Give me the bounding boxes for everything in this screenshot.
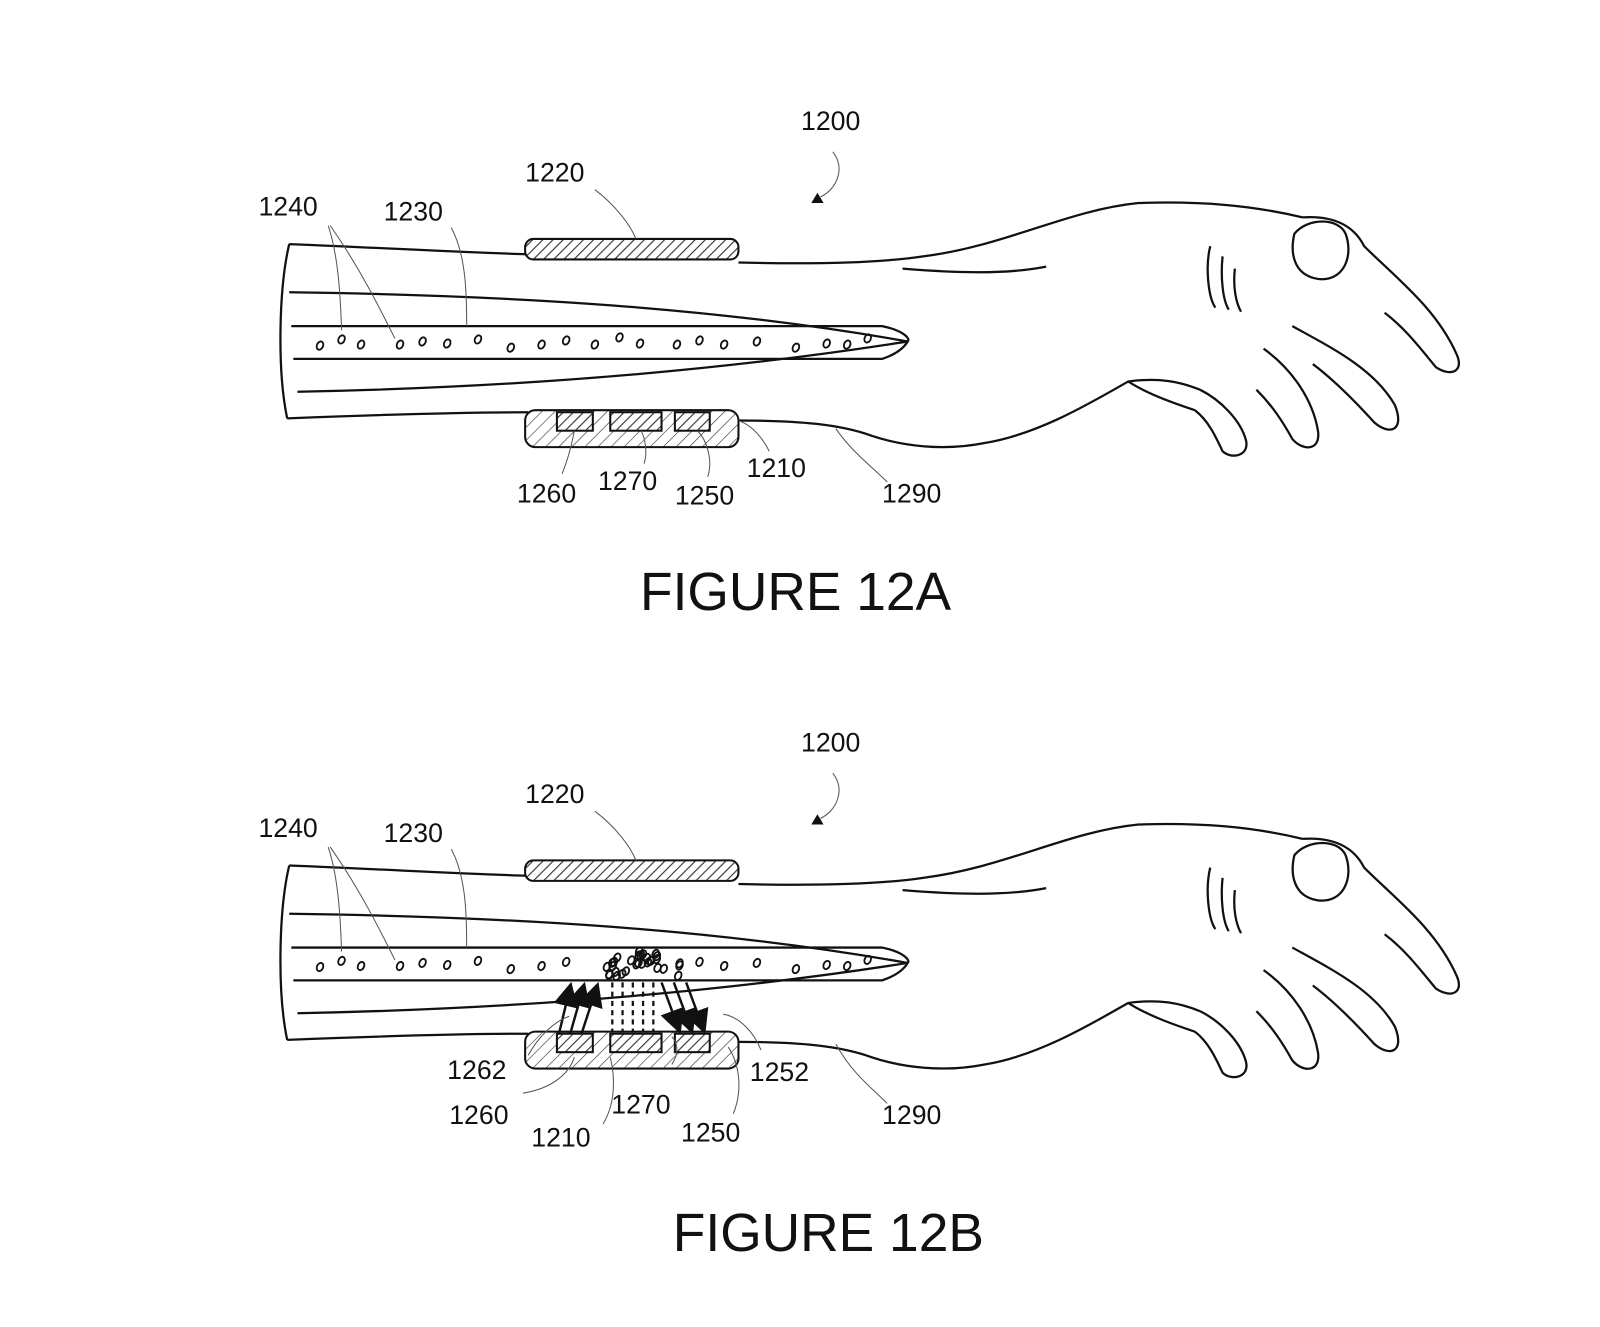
clustered-particle — [602, 961, 612, 972]
particle — [537, 339, 546, 350]
label-1220: 1220 — [525, 779, 584, 809]
particle — [863, 333, 872, 344]
label-1290: 1290 — [882, 1100, 941, 1130]
clustered-particle — [634, 946, 644, 957]
particle — [561, 956, 571, 967]
particle — [473, 955, 483, 966]
leader-lines — [327, 772, 888, 1125]
clustered-particle — [609, 956, 619, 967]
label-1260: 1260 — [449, 1100, 508, 1130]
particles — [315, 332, 872, 353]
particle — [672, 339, 682, 350]
label-1260: 1260 — [517, 478, 576, 508]
figure-12b: 1200 1220 1240 1230 1262 1260 1210 1270 … — [258, 728, 1461, 1263]
figure-caption: FIGURE 12B — [673, 1204, 984, 1263]
particle-cluster — [602, 946, 684, 982]
arrowhead-icon — [811, 814, 824, 825]
label-1270: 1270 — [598, 466, 657, 496]
label-1252: 1252 — [750, 1057, 809, 1087]
particle — [719, 339, 729, 350]
clustered-particle — [653, 962, 662, 973]
arrowhead-icon — [811, 192, 824, 204]
particle — [315, 340, 325, 351]
particle — [561, 335, 571, 346]
particles — [315, 954, 872, 975]
clustered-particle — [626, 955, 636, 966]
particle — [791, 342, 801, 353]
particle — [506, 964, 516, 975]
particle — [418, 957, 427, 968]
label-1200: 1200 — [801, 106, 860, 136]
label-1230: 1230 — [384, 196, 443, 226]
figure-12a: 1200 1220 1240 1230 1260 1270 1250 1210 … — [258, 106, 1461, 622]
particle — [356, 960, 366, 972]
particle — [635, 338, 645, 349]
particle — [442, 959, 452, 971]
label-1250: 1250 — [681, 1117, 740, 1147]
clustered-particle — [673, 970, 683, 981]
particle — [473, 334, 483, 345]
particle — [395, 339, 405, 350]
label-1210: 1210 — [531, 1123, 590, 1153]
particle — [695, 335, 704, 346]
label-1200: 1200 — [801, 728, 860, 758]
label-1262: 1262 — [447, 1055, 506, 1085]
particle — [337, 334, 346, 345]
clustered-particle — [647, 955, 656, 966]
clustered-particle — [633, 957, 643, 968]
label-1210: 1210 — [747, 453, 806, 483]
label-1230: 1230 — [384, 818, 443, 848]
particle — [842, 339, 852, 350]
particle — [822, 338, 831, 349]
clustered-particle — [675, 960, 684, 971]
particle — [356, 339, 366, 350]
leader-lines — [327, 151, 888, 483]
label-1240: 1240 — [258, 191, 317, 221]
particle — [752, 336, 762, 347]
particle — [442, 338, 452, 349]
label-1250: 1250 — [675, 481, 734, 511]
particle — [863, 954, 872, 965]
label-1290: 1290 — [882, 478, 941, 508]
particle — [315, 962, 325, 973]
light-paths — [553, 981, 709, 1035]
particle — [537, 960, 546, 972]
clustered-particle — [605, 969, 614, 981]
particle — [395, 960, 405, 972]
particle — [418, 336, 427, 347]
particle — [719, 960, 729, 972]
clustered-particle — [612, 952, 622, 963]
clustered-particle — [617, 968, 627, 979]
particle — [822, 959, 831, 971]
particle — [506, 342, 516, 353]
particle — [615, 332, 624, 343]
figure-caption: FIGURE 12A — [640, 563, 952, 622]
particle — [695, 956, 704, 967]
particle — [791, 964, 801, 975]
particle — [337, 955, 346, 966]
particle — [590, 339, 600, 350]
particle — [752, 957, 762, 968]
label-1220: 1220 — [525, 158, 584, 188]
label-1240: 1240 — [258, 813, 317, 843]
particle — [842, 960, 852, 972]
label-1270: 1270 — [611, 1090, 670, 1120]
